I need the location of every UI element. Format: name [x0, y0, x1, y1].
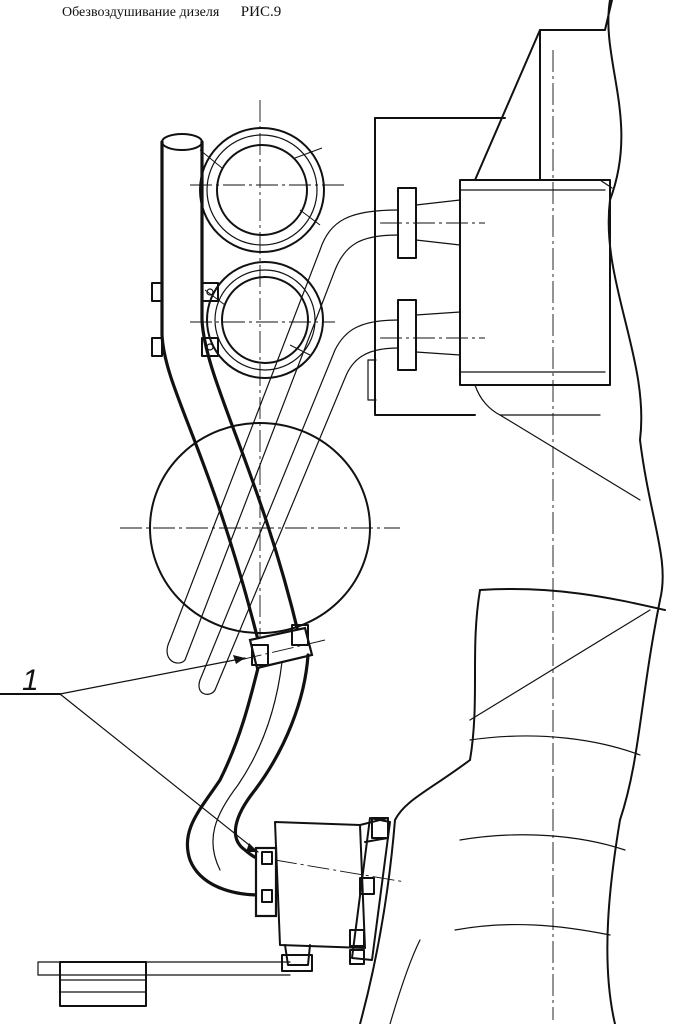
figure-caption: Обезвоздушивание дизеля РИС.9: [62, 4, 281, 21]
figure-title: Обезвоздушивание дизеля: [62, 5, 220, 20]
filter-lower: [204, 261, 324, 379]
vent-pipe: [151, 133, 302, 642]
cylinder-head: [459, 179, 611, 386]
mounting-plate: [367, 117, 506, 416]
figure-label: РИС.9: [240, 4, 282, 20]
engine-body: [359, 0, 666, 1024]
filter-upper: [199, 127, 325, 253]
lower-fitting: [380, 299, 485, 371]
s-bend-pipe: [185, 653, 310, 897]
pump-housing: [254, 817, 391, 972]
center-lines: [120, 50, 554, 1020]
callout-leaders: [0, 655, 259, 853]
upper-fitting: [380, 187, 485, 259]
upper-flange: [239, 624, 326, 670]
housing-circle: [149, 422, 371, 634]
diagonal-pipes: [166, 209, 399, 695]
base-rail: [37, 961, 291, 1007]
callout-label-1: 1: [22, 664, 39, 697]
